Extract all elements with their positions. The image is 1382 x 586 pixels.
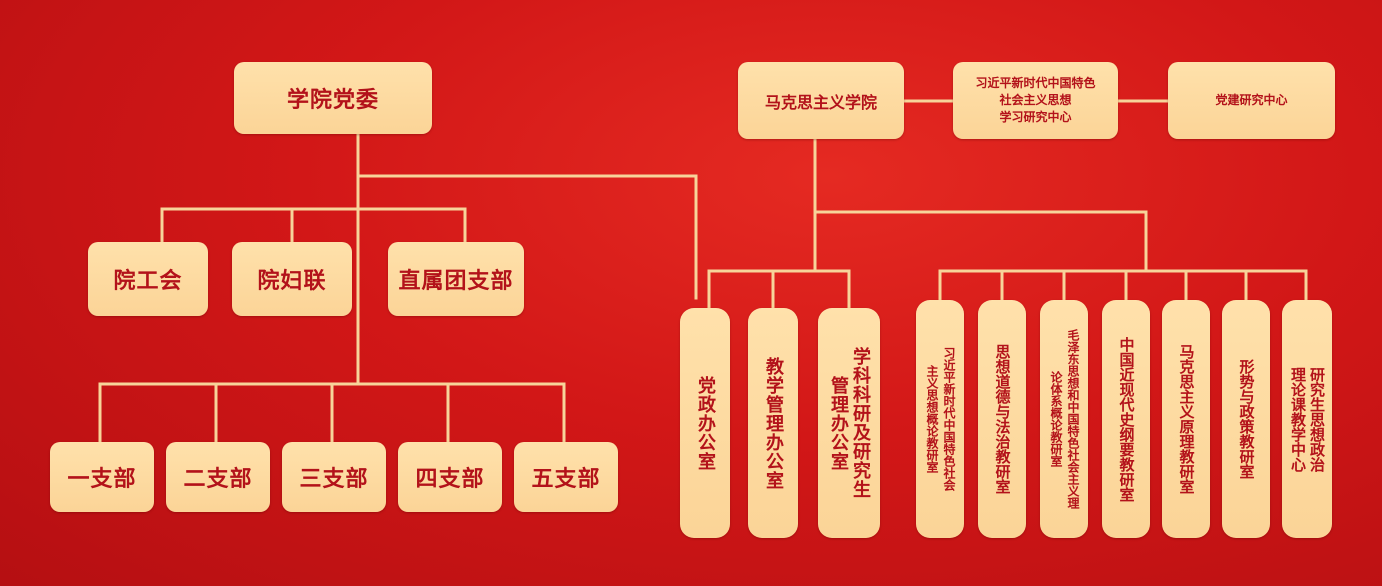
dept-box-ethics-law: 思想道德与法治教研室	[978, 300, 1026, 538]
office-box-research: 学科科研及研究生 管理办公室	[818, 308, 880, 538]
branch-box-4: 四支部	[398, 442, 502, 512]
dept-box-graduate-center: 研究生思想政治 理论课教学中心	[1282, 300, 1332, 538]
org-box-women: 院妇联	[232, 242, 352, 316]
org-box-youth: 直属团支部	[388, 242, 524, 316]
dept-box-modern-history: 中国近现代史纲要教研室	[1102, 300, 1150, 538]
office-box-party-admin: 党政办公室	[680, 308, 730, 538]
party-committee-box: 学院党委	[234, 62, 432, 134]
branch-box-2: 二支部	[166, 442, 270, 512]
office-box-teaching: 教学管理办公室	[748, 308, 798, 538]
branch-box-5: 五支部	[514, 442, 618, 512]
connector-line	[356, 174, 698, 300]
org-box-union: 院工会	[88, 242, 208, 316]
dept-box-marxism-principles: 马克思主义原理教研室	[1162, 300, 1210, 538]
branch-box-3: 三支部	[282, 442, 386, 512]
party-building-center-box: 党建研究中心	[1168, 62, 1335, 139]
dept-box-situation-policy: 形势与政策教研室	[1222, 300, 1270, 538]
marxism-school-box: 马克思主义学院	[738, 62, 904, 139]
dept-box-xi-thought: 习近平新时代中国特色社会 主义思想概论教研室	[916, 300, 964, 538]
connector-line	[813, 210, 1148, 273]
research-center-box: 习近平新时代中国特色 社会主义思想 学习研究中心	[953, 62, 1118, 139]
branch-box-1: 一支部	[50, 442, 154, 512]
dept-box-mao-theory: 毛泽东思想和中国特色社会主义理 论体系概论教研室	[1040, 300, 1088, 538]
